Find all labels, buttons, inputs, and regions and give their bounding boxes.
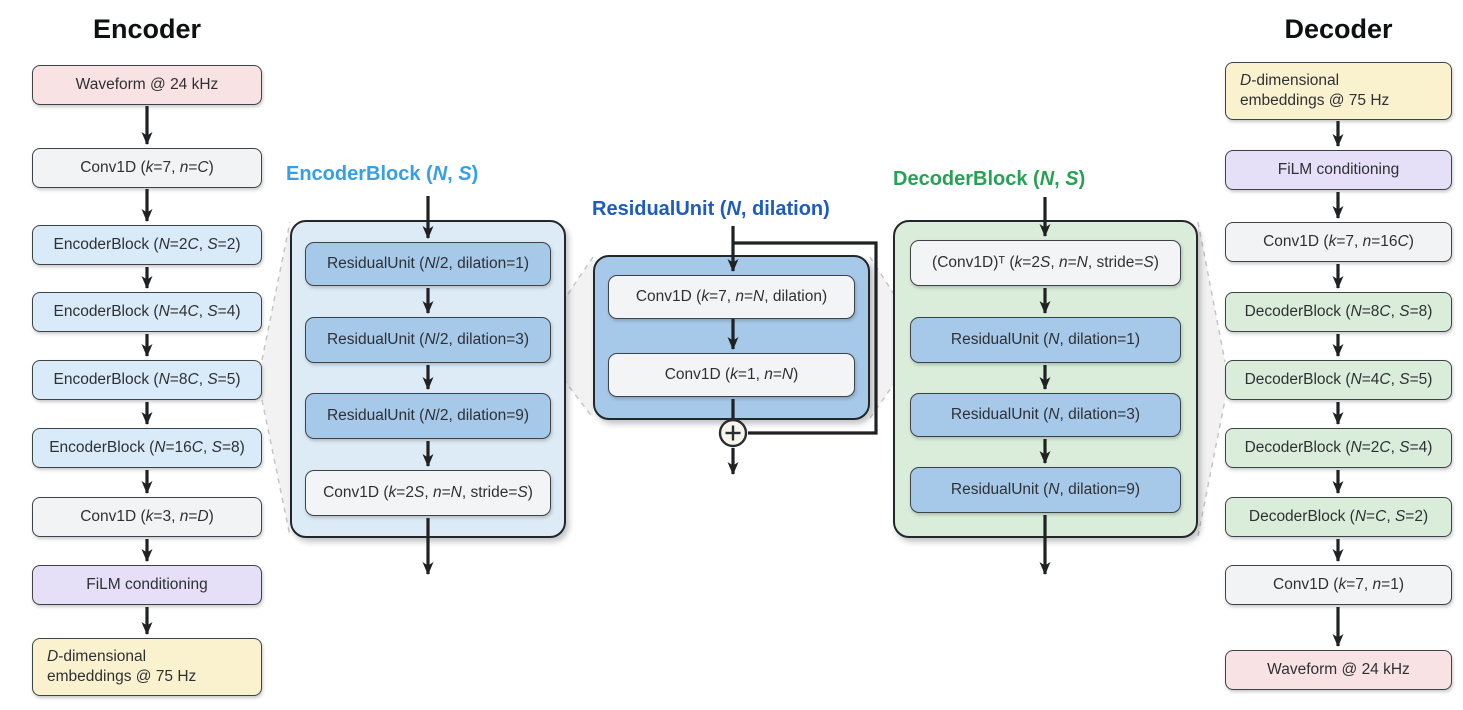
decoder-film-box: FiLM conditioning xyxy=(1225,150,1452,190)
waveform-output-box: Waveform @ 24 kHz xyxy=(1225,650,1452,690)
residualunit-conv1d-k7-box: Conv1D (k=7, n=N, dilation) xyxy=(608,275,855,319)
encoderblock-residualunit-3-box: ResidualUnit (N/2, dilation=3) xyxy=(305,317,551,363)
encoder-block-16c-box: EncoderBlock (N=16C, S=8) xyxy=(32,428,262,468)
expansion-connector-decoderblock-right xyxy=(1197,221,1226,537)
decoderblock-residualunit-3-box: ResidualUnit (N, dilation=3) xyxy=(910,393,1181,437)
decoder-block-c-box: DecoderBlock (N=C, S=2) xyxy=(1225,497,1452,537)
encoder-conv1d-k3-box: Conv1D (k=3, n=D) xyxy=(32,497,262,537)
encoder-conv1d-k7-box: Conv1D (k=7, n=C) xyxy=(32,148,262,188)
decoder-conv1d-k7-box: Conv1D (k=7, n=1) xyxy=(1225,565,1452,605)
encoder-heading: Encoder xyxy=(92,14,202,44)
encoder-block-4c-box: EncoderBlock (N=4C, S=4) xyxy=(32,292,262,332)
encoder-block-2c-box: EncoderBlock (N=2C, S=2) xyxy=(32,225,262,265)
residualunit-title: ResidualUnit (N, dilation) xyxy=(592,198,830,220)
residualunit-conv1d-k1-box: Conv1D (k=1, n=N) xyxy=(608,353,855,397)
waveform-input-box: Waveform @ 24 kHz xyxy=(32,65,262,105)
decoderblock-title: DecoderBlock (N, S) xyxy=(893,168,1086,190)
decoderblock-residualunit-9-box: ResidualUnit (N, dilation=9) xyxy=(910,467,1181,513)
sum-node-icon xyxy=(718,418,748,448)
decoder-block-4c-box: DecoderBlock (N=4C, S=5) xyxy=(1225,360,1452,400)
encoderblock-residualunit-9-box: ResidualUnit (N/2, dilation=9) xyxy=(305,393,551,439)
decoder-conv1d-16c-box: Conv1D (k=7, n=16C) xyxy=(1225,222,1452,262)
encoderblock-title: EncoderBlock (N, S) xyxy=(286,163,479,185)
encoder-block-8c-box: EncoderBlock (N=8C, S=5) xyxy=(32,360,262,400)
encoder-film-box: FiLM conditioning xyxy=(32,565,262,605)
decoder-heading: Decoder xyxy=(1284,14,1393,44)
decoder-block-8c-box: DecoderBlock (N=8C, S=8) xyxy=(1225,292,1452,332)
encoderblock-conv1d-box: Conv1D (k=2S, n=N, stride=S) xyxy=(305,470,551,516)
decoderblock-convtranspose-box: (Conv1D)ᵀ (k=2S, n=N, stride=S) xyxy=(910,240,1181,286)
decoderblock-residualunit-1-box: ResidualUnit (N, dilation=1) xyxy=(910,317,1181,363)
encoderblock-residualunit-1-box: ResidualUnit (N/2, dilation=1) xyxy=(305,242,551,286)
decoder-block-2c-box: DecoderBlock (N=2C, S=4) xyxy=(1225,428,1452,468)
expansion-connector-encoderblock xyxy=(261,221,291,537)
